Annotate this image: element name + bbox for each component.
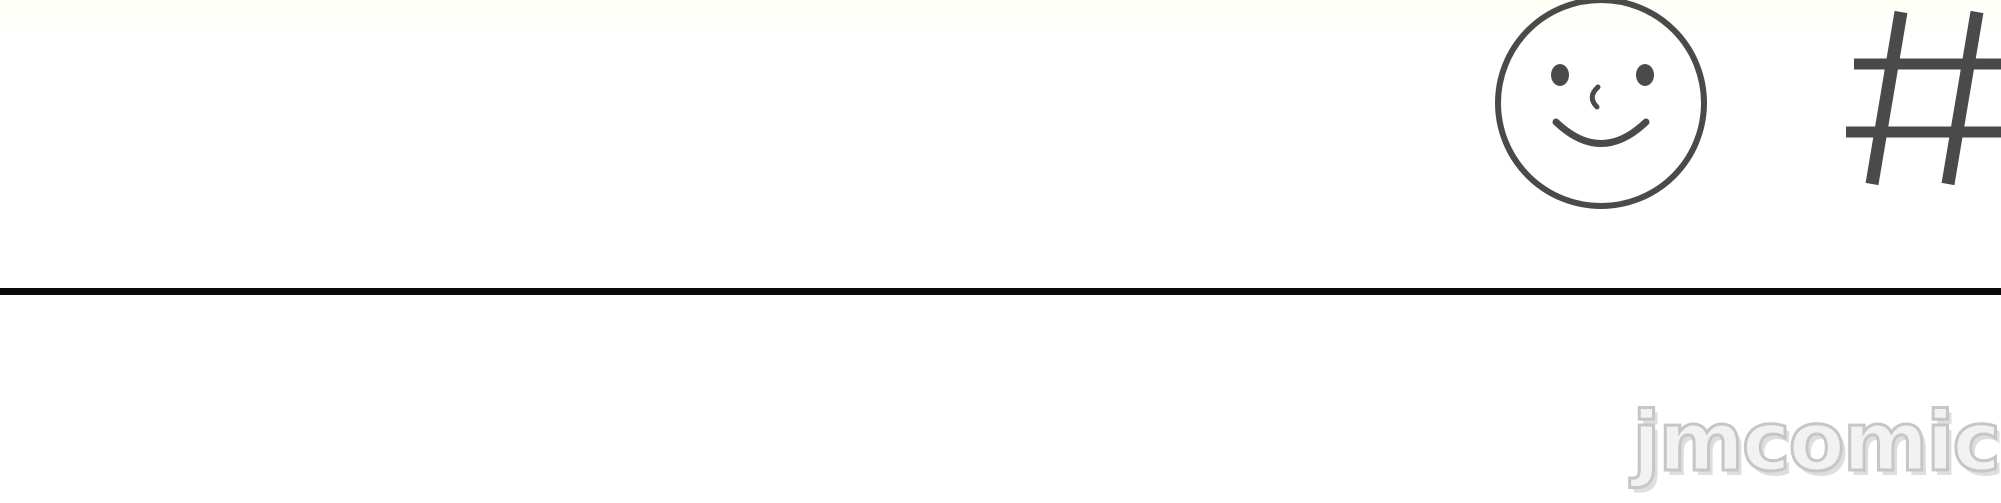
top-fade [0, 0, 2001, 40]
watermark-logo: jmcomic [1591, 394, 2001, 495]
emoji-button[interactable] [1490, 0, 1708, 210]
content-area [0, 295, 2001, 503]
divider-line [0, 288, 2001, 295]
smiley-face-icon [1495, 0, 1707, 209]
hashtag-icon [1846, 10, 2001, 186]
hashtag-button[interactable] [1846, 6, 2001, 190]
watermark-text: jmcomic [1631, 394, 2001, 492]
input-toolbar [1490, 0, 2001, 210]
